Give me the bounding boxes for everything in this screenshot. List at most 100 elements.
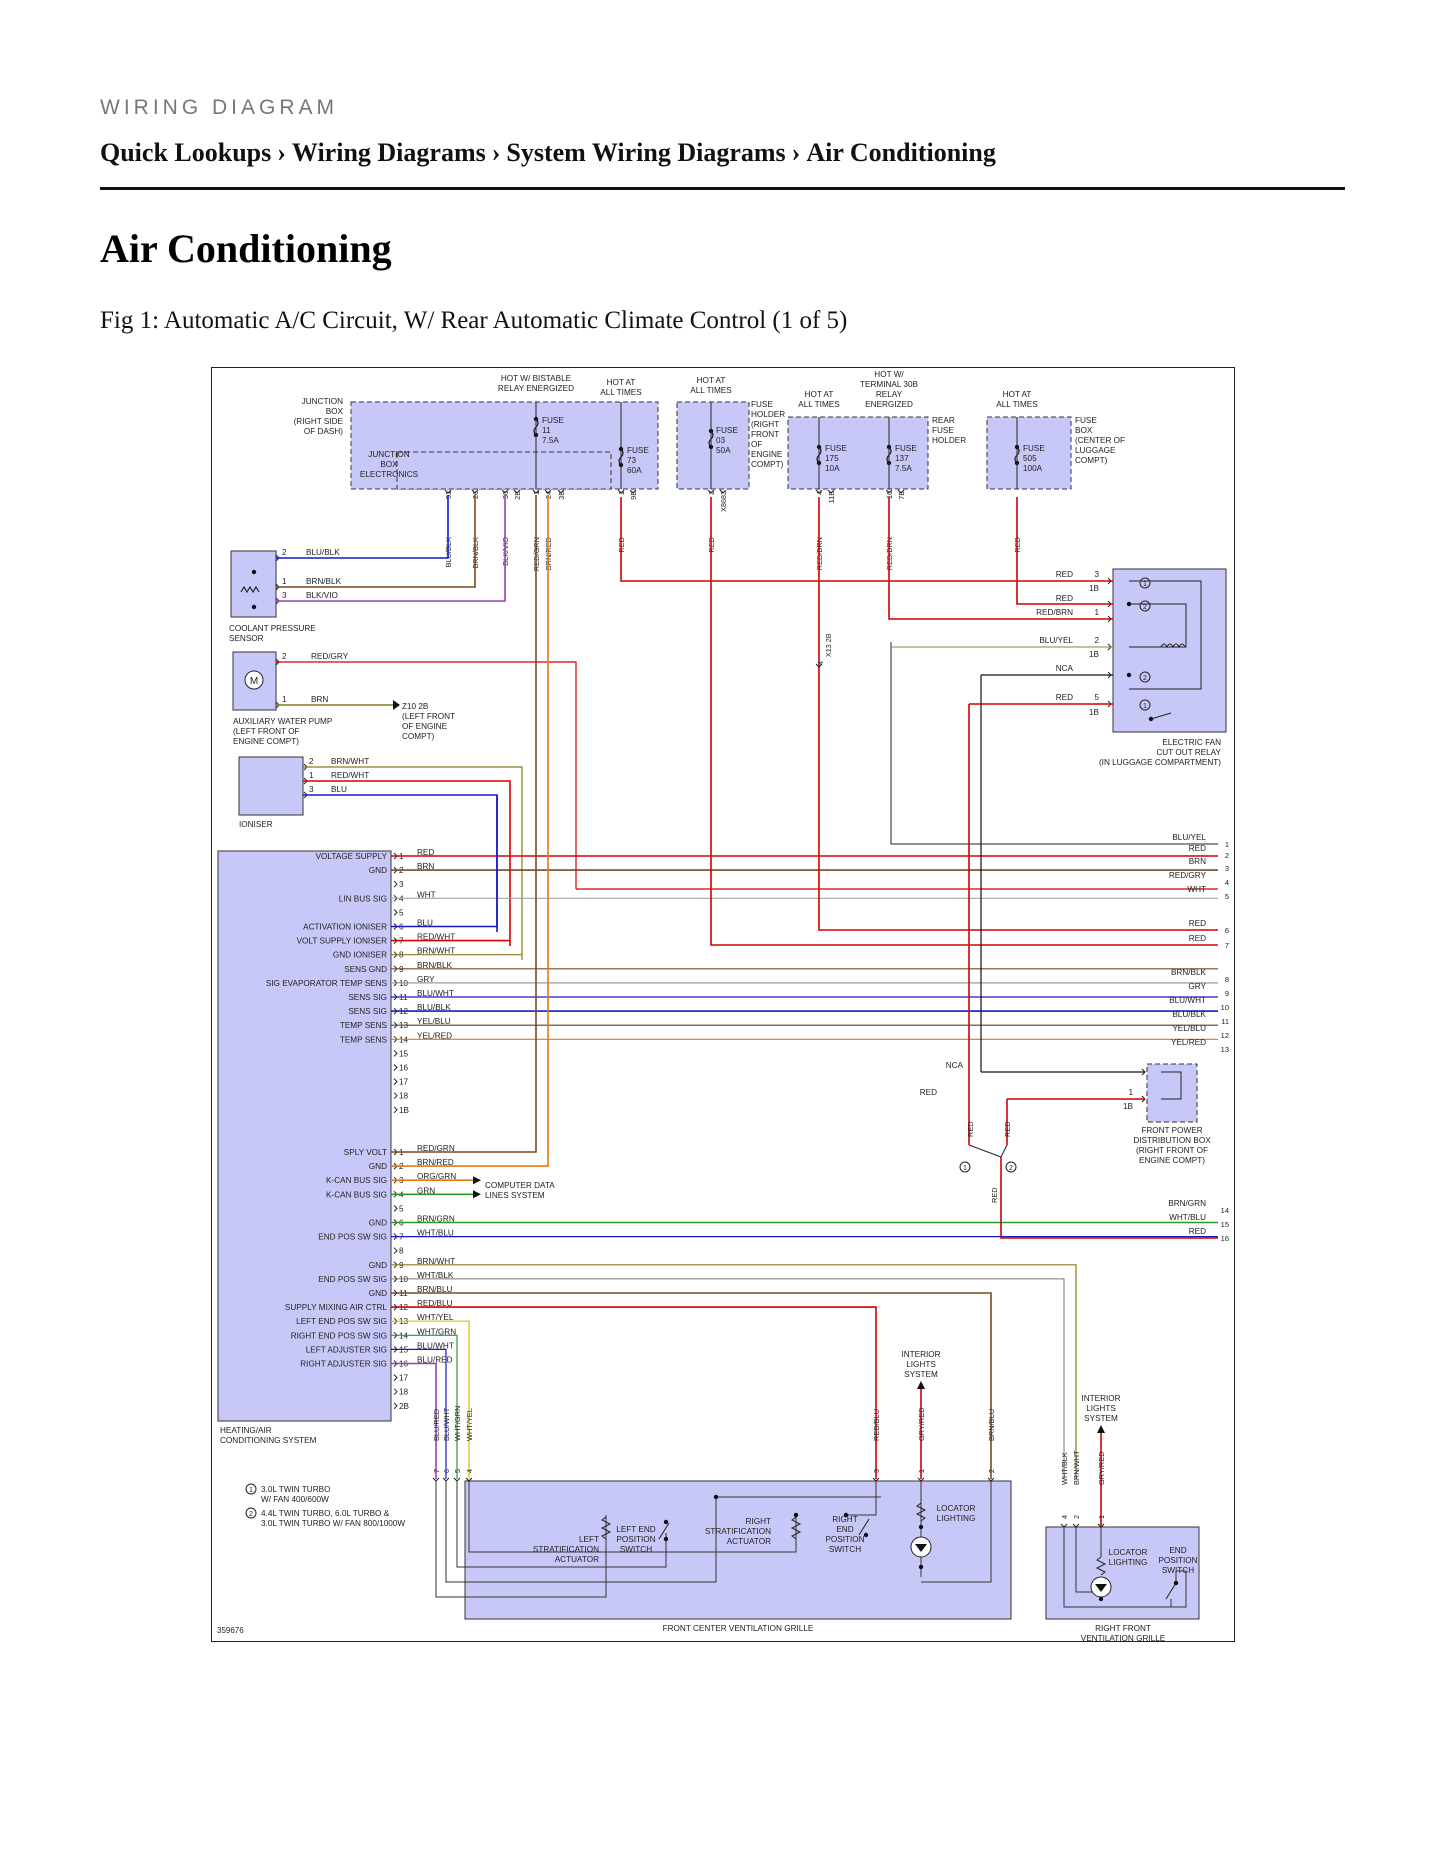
breadcrumb-item-air-conditioning[interactable]: Air Conditioning [806,138,996,167]
pin-number: 1 [309,771,314,780]
grille-wire-color: WHT/GRN [453,1406,462,1441]
right-end-position-switch-label: POSITION [1158,1556,1197,1565]
wire-color: BLU/BLK [417,1003,451,1012]
pin-number: 2 [282,548,287,557]
connector-mark [532,489,540,494]
pin-number: 3 [282,591,287,600]
interior-lights-label: INTERIOR [1081,1394,1120,1403]
pin-number: 3 [1094,570,1099,579]
resistor-symbol [915,1502,927,1522]
breadcrumb-item-system-wiring-diagrams[interactable]: System Wiring Diagrams [506,138,786,167]
hvac-pin-number: 16 [399,1064,409,1073]
interior-lights-label: LIGHTS [906,1360,936,1369]
right-edge-ref: 13 [1221,1045,1229,1054]
breadcrumb-separator: › [791,138,801,167]
wire-red-grn [391,495,537,1153]
hvac-signal-label: RIGHT END POS SW SIG [291,1331,387,1340]
electric-fan-cut-out-relay [1112,568,1227,733]
fuse-box-label: BOX [1075,426,1093,435]
wire-color: BLU/WHT [417,989,454,998]
wire-color: BLU [417,919,433,928]
coolant-sensor-label: SENSOR [229,634,264,643]
hvac-pin-number: 18 [399,1388,409,1397]
wire-color: WHT/YEL [417,1313,454,1322]
resistor-symbol [790,1516,802,1540]
junction-box-label: OF DASH) [304,427,343,436]
hvac-signal-label: GND IONISER [333,951,387,960]
hvac-pin-number: 5 [399,908,404,917]
relay-internal [1129,580,1202,690]
data-line-arrow [473,1176,481,1185]
grille-pin-number: 3 [872,1469,881,1473]
hvac-signal-label: RIGHT ADJUSTER SIG [300,1360,387,1369]
note-number: 2 [1143,604,1147,611]
right-edge-wire-color: RED [1189,919,1206,928]
note-number: 1 [249,1487,253,1494]
right-stratification-actuator-label: ACTUATOR [727,1537,771,1546]
relay-coil [1160,643,1186,649]
wire-color: BRN/WHT [417,947,455,956]
wire-blu-wht [391,1348,447,1479]
supply-label: RELAY ENERGIZED [498,384,574,393]
connector-mark [393,1064,398,1071]
fuse-label: 73 [627,456,637,465]
wire-red-brn [888,497,1113,620]
hvac-signal-label: GND [369,866,387,875]
wire-color: BLU [331,785,347,794]
right-edge-ref: 4 [1225,878,1229,887]
note-marker [245,1507,257,1519]
ground-label: Z10 2B [402,702,429,711]
right-grille-label: VENTILATION GRILLE [1081,1634,1166,1642]
junction-box-label: BOX [326,407,344,416]
header-divider [100,187,1345,190]
right-grille-label: RIGHT FRONT [1095,1624,1151,1633]
coolant-pressure-sensor [230,550,277,618]
supply-label: HOT AT [697,376,726,385]
connector-mark [471,489,479,494]
fuse-label: 505 [1023,454,1037,463]
right-edge-ref: 3 [1225,864,1229,873]
grille-internal [435,1481,607,1598]
interior-lights-label: SYSTEM [1084,1414,1118,1423]
supply-label: ALL TIMES [996,400,1038,409]
hvac-signal-label: SPLY VOLT [344,1148,387,1157]
note-number: 1 [1143,703,1147,710]
grille-wire-color: GRY/RED [917,1407,926,1441]
interior-lights-label: SYSTEM [904,1370,938,1379]
breadcrumb-item-wiring-diagrams[interactable]: Wiring Diagrams [291,138,486,167]
right-edge-wire-color: BRN [1189,857,1206,866]
grille-wire-color: WHT/BLK [1060,1452,1069,1485]
hvac-signal-label: TEMP SENS [340,1035,388,1044]
hvac-pin-number: 8 [399,1247,404,1256]
wire-color: RED/GRY [311,652,349,661]
grille-pin-number: 4 [465,1469,474,1473]
right-end-position-switch-label: SWITCH [829,1545,861,1554]
supply-label: ALL TIMES [798,400,840,409]
pin-number: 2 [309,757,314,766]
fan-relay-label: CUT OUT RELAY [1156,748,1221,757]
wire-color: RED [966,1121,975,1137]
supply-label: HOT AT [1003,390,1032,399]
right-end-position-switch-label: END [1169,1546,1186,1555]
hvac-signal-label: GND [369,1162,387,1171]
connector-mark [707,489,715,494]
top-pin-number: 2B [513,491,522,500]
wire-color: RED [990,1187,999,1203]
splice-dot [663,1519,669,1525]
wire-blu-red [391,1362,437,1479]
ground-label: COMPT) [402,732,435,741]
wire-color: RED/WHT [417,933,455,942]
breadcrumb-item-quick-lookups[interactable]: Quick Lookups [100,138,272,167]
front-power-box-label: FRONT POWER [1141,1126,1202,1135]
jb-electronics-label: JUNCTION [368,450,409,459]
switch-contact [858,1518,870,1536]
wire-color: BRN/WHT [331,757,369,766]
fuse-label: FUSE [895,444,917,453]
right-edge-wire-color: RED/GRY [1169,871,1207,880]
right-edge-wire-color: WHT [1187,885,1206,894]
right-edge-wire-color: GRY [1188,982,1206,991]
wire-color: RED/GRN [417,1144,455,1153]
wire-red [1000,1157,1218,1239]
splice-dot [1148,716,1154,722]
